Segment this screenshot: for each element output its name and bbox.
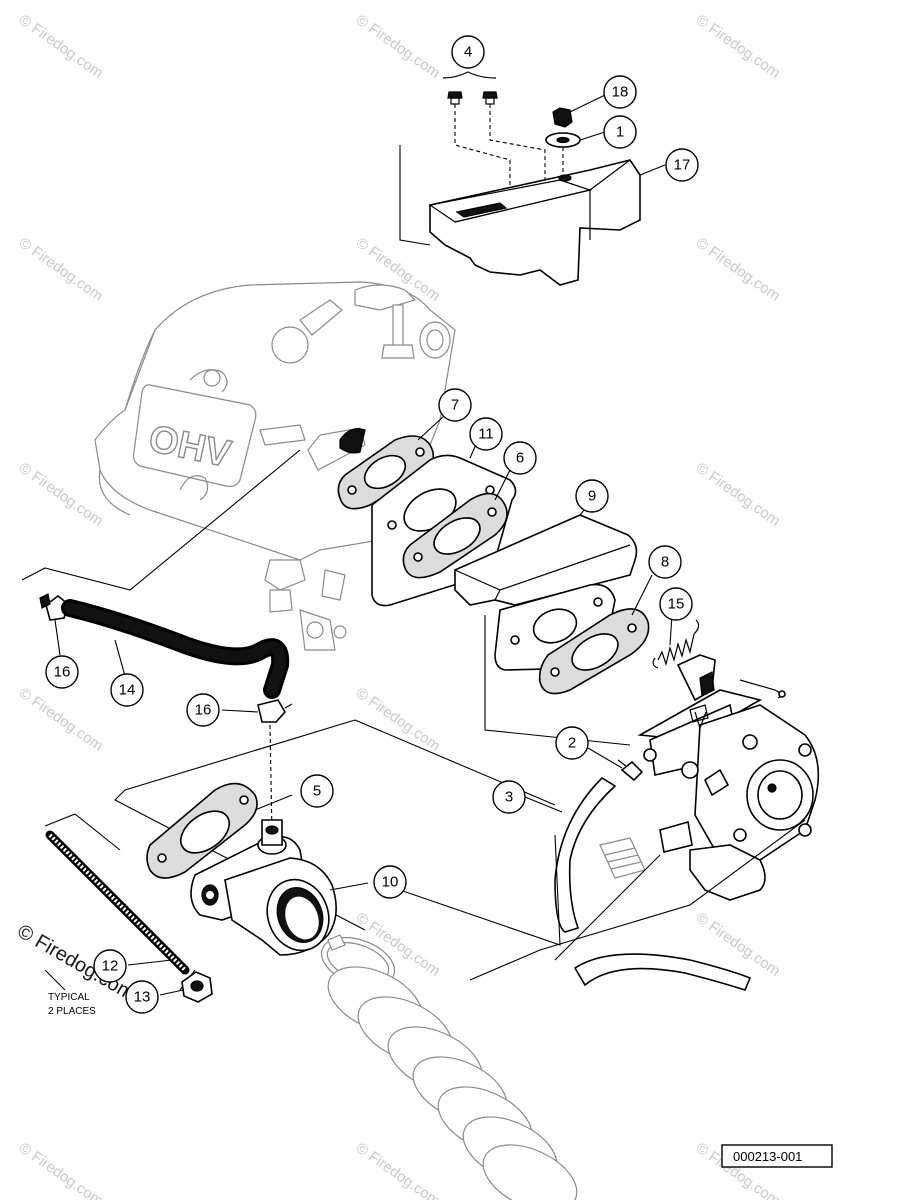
callout-13: 13 xyxy=(125,980,159,1014)
drawing-number: 000213-001 xyxy=(733,1149,802,1164)
callout-16-upper: 16 xyxy=(45,655,79,689)
bracket-item-9 xyxy=(454,504,638,606)
callout-label: 16 xyxy=(195,702,212,719)
clamp-item-16-upper xyxy=(39,593,69,656)
nut-item-13 xyxy=(159,971,213,1003)
note-line-2: 2 PLACES xyxy=(48,1006,96,1017)
watermark: © Firedog.com xyxy=(353,1139,444,1200)
callout-11: 11 xyxy=(469,417,503,451)
callout-label: 17 xyxy=(674,157,691,174)
callout-15: 15 xyxy=(659,587,693,621)
note-line-1: TYPICAL xyxy=(48,992,90,1003)
callout-18: 18 xyxy=(603,75,637,109)
callout-12: 12 xyxy=(93,949,127,983)
callout-16-lower: 16 xyxy=(186,693,220,727)
fuel-filter xyxy=(599,837,646,879)
callout-label: 8 xyxy=(661,554,669,571)
callout-label: 14 xyxy=(119,682,136,699)
assembly-leader-lines xyxy=(21,449,806,991)
callout-label: 2 xyxy=(568,735,576,752)
callout-label: 4 xyxy=(464,44,472,61)
clamp-item-2 xyxy=(587,747,644,782)
callout-4: 4 xyxy=(451,35,485,69)
breather-tube-item-14 xyxy=(61,599,290,699)
nut-item-18 xyxy=(552,94,606,128)
drawing-number-box: 000213-001 xyxy=(721,1144,833,1168)
watermark: © Firedog.com xyxy=(16,11,107,81)
clamp-item-16-lower xyxy=(221,699,293,723)
gasket-item-8 xyxy=(538,574,653,695)
watermark: © Firedog.com xyxy=(693,234,784,304)
fuel-line-item-3 xyxy=(524,776,617,933)
watermark: © Firedog.com xyxy=(693,11,784,81)
callout-label: 15 xyxy=(668,596,685,613)
callout-label: 5 xyxy=(313,783,321,800)
callout-label: 7 xyxy=(451,397,459,414)
callout-5: 5 xyxy=(300,774,334,808)
callout-6: 6 xyxy=(503,441,537,475)
callout-label: 11 xyxy=(478,426,494,443)
washer-item-1 xyxy=(545,131,606,175)
callout-17: 17 xyxy=(665,148,699,182)
screws-item-4 xyxy=(442,71,546,205)
bracket-item-17 xyxy=(399,145,666,286)
callout-3: 3 xyxy=(492,780,526,814)
callout-1: 1 xyxy=(603,115,637,149)
callout-10: 10 xyxy=(373,865,407,899)
adapter-item-10 xyxy=(190,819,369,956)
callout-label: 3 xyxy=(505,789,513,806)
typical-note: TYPICAL 2 PLACES xyxy=(48,992,96,1017)
watermark: © Firedog.com xyxy=(16,234,107,304)
callouts: 4 18 1 17 7 11 6 9 8 15 2 3 5 10 16 14 1… xyxy=(45,35,699,1014)
gasket-item-6 xyxy=(402,469,511,579)
callout-label: 9 xyxy=(588,488,596,505)
callout-7: 7 xyxy=(438,388,472,422)
callout-14: 14 xyxy=(110,673,144,707)
callout-label: 6 xyxy=(516,450,524,467)
callout-label: 1 xyxy=(616,124,624,141)
watermark: © Firedog.com xyxy=(16,684,107,754)
lower-fuel-line xyxy=(573,953,752,991)
gasket-item-7 xyxy=(337,414,446,510)
callout-label: 12 xyxy=(102,958,119,975)
watermark: © Firedog.com xyxy=(16,459,107,529)
carburetor xyxy=(637,654,820,901)
callout-2: 2 xyxy=(555,726,589,760)
watermark: © Firedog.com xyxy=(353,684,444,754)
callout-label: 18 xyxy=(612,84,629,101)
watermark: © Firedog.com xyxy=(16,1139,107,1200)
watermark: © Firedog.com xyxy=(693,459,784,529)
callout-label: 10 xyxy=(382,874,399,891)
callout-9: 9 xyxy=(575,479,609,513)
callout-8: 8 xyxy=(648,545,682,579)
callout-label: 16 xyxy=(54,664,71,681)
callout-label: 13 xyxy=(134,989,151,1006)
gasket-item-5 xyxy=(146,782,293,879)
intake-bellows xyxy=(327,966,578,1200)
bolt-item-12 xyxy=(45,830,190,975)
watermark: © Firedog.com xyxy=(353,11,444,81)
